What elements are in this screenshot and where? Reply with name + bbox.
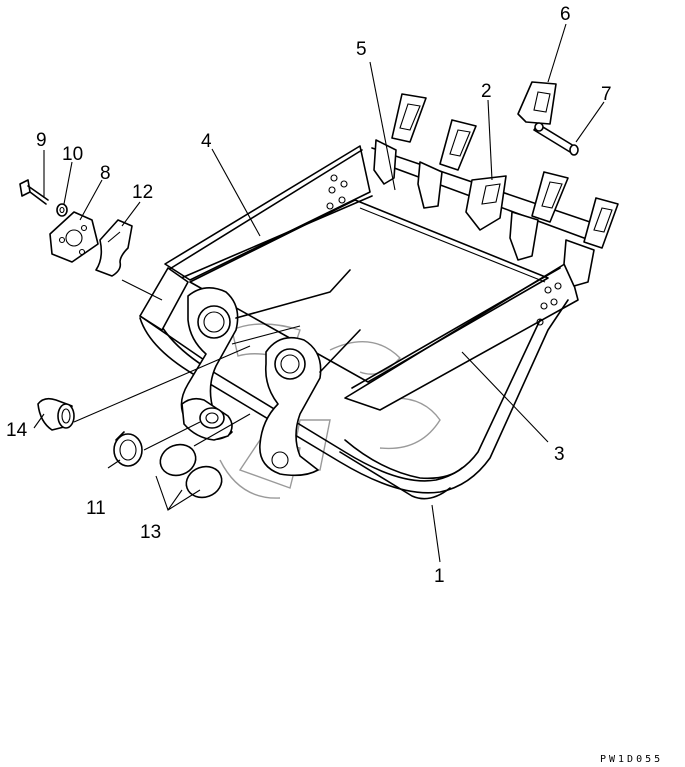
callout-8: 8	[100, 163, 111, 184]
watermark	[219, 323, 441, 499]
bushing-parts	[37, 397, 223, 499]
callout-3: 3	[554, 444, 565, 465]
callout-7: 7	[601, 84, 612, 105]
callout-11: 11	[86, 498, 106, 519]
callout-13: 13	[140, 522, 161, 543]
callout-10: 10	[62, 144, 83, 165]
callout-4: 4	[201, 131, 212, 152]
bucket-teeth	[371, 81, 619, 287]
callout-9: 9	[36, 130, 47, 151]
callout-2: 2	[481, 81, 492, 102]
callout-labels: 1 2 3 4 5 6 7 8 9 10 11 12 13 14	[6, 4, 612, 587]
drawing-code: PW1D055	[600, 754, 663, 765]
callout-14: 14	[6, 420, 28, 441]
callout-5: 5	[356, 39, 367, 60]
callout-1: 1	[434, 566, 445, 587]
callout-12: 12	[132, 182, 153, 203]
bucket-body	[139, 145, 579, 500]
callout-6: 6	[560, 4, 571, 25]
side-parts	[19, 179, 133, 277]
leader-lines	[33, 23, 605, 563]
